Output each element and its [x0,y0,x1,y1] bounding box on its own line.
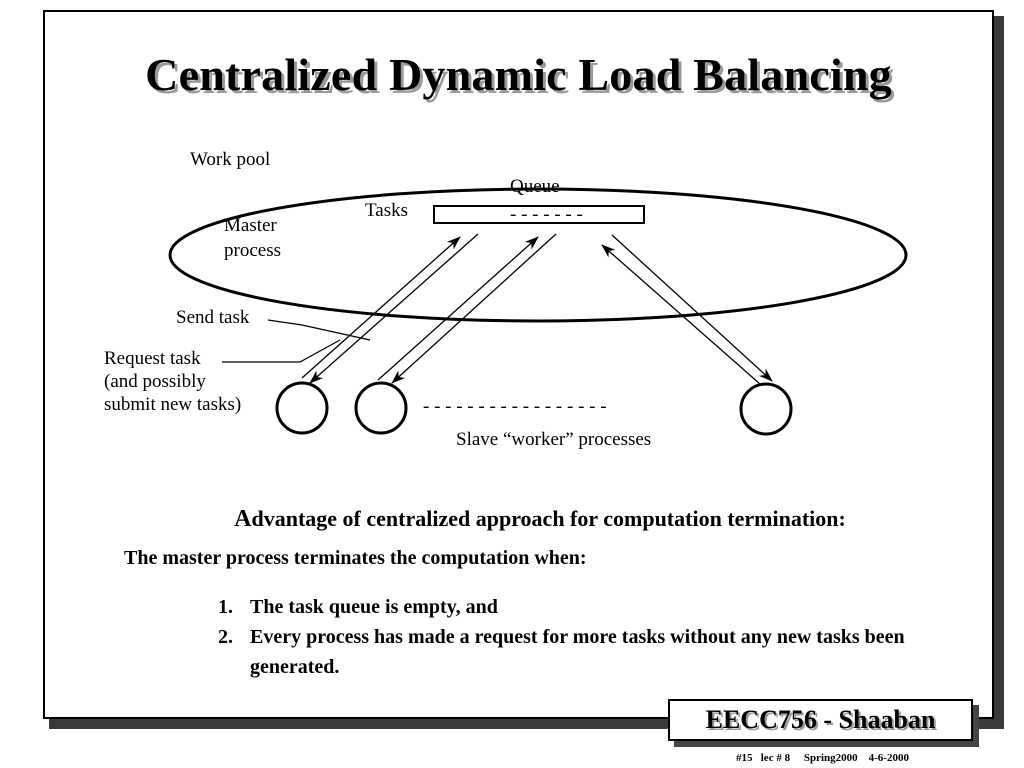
slave-process-1 [275,381,329,435]
master-label-line2: process [224,240,281,261]
send-task-leader [267,319,371,341]
queue-box [433,205,645,224]
advantage-rest: dvantage of centralized approach for com… [251,506,846,531]
request-arrow-3 [601,244,761,385]
request-task-leader [222,339,341,363]
condition-item: 1. The task queue is empty, and [218,592,910,622]
queue-dashes: - - - - - - - [510,204,583,225]
advantage-first-letter: A [234,506,252,532]
send-task-label: Send task [176,307,250,328]
slide-title: Centralized Dynamic Load Balancing [145,49,892,100]
send-arrow-2 [391,233,557,384]
request-label-line1: Request task [104,348,201,369]
condition-text: The task queue is empty, and [250,596,498,618]
condition-number: 1. [218,596,233,618]
condition-item: 2. Every process has made a request for … [218,622,910,682]
send-arrow-1 [309,233,479,384]
request-label-line2: (and possibly [104,371,206,392]
terminate-line: The master process terminates the comput… [124,547,587,569]
slave-process-3 [739,382,793,436]
slide-frame [43,10,994,719]
condition-text: Every process has made a request for mor… [250,626,905,678]
request-arrow-2 [377,236,539,381]
course-footer: EECC756 - Shaaban [668,699,973,741]
queue-label: Queue [510,176,560,197]
send-arrow-3 [611,234,773,382]
slaves-dashes: - - - - - - - - - - - - - - - - - [423,396,607,417]
request-label-line3: submit new tasks) [104,394,241,415]
slaves-label: Slave “worker” processes [456,429,651,450]
request-arrow-1 [301,236,461,379]
slide-info-footer: #15 lec # 8 Spring2000 4-6-2000 [736,752,909,764]
work-pool-ellipse [168,187,908,323]
advantage-heading: Advantage of centralized approach for co… [0,506,1024,533]
slave-process-2 [354,381,408,435]
tasks-label: Tasks [365,200,408,221]
condition-number: 2. [218,626,233,648]
master-label-line1: Master [224,215,277,236]
work-pool-label: Work pool [190,149,270,170]
termination-conditions: 1. The task queue is empty, and 2. Every… [218,592,910,682]
